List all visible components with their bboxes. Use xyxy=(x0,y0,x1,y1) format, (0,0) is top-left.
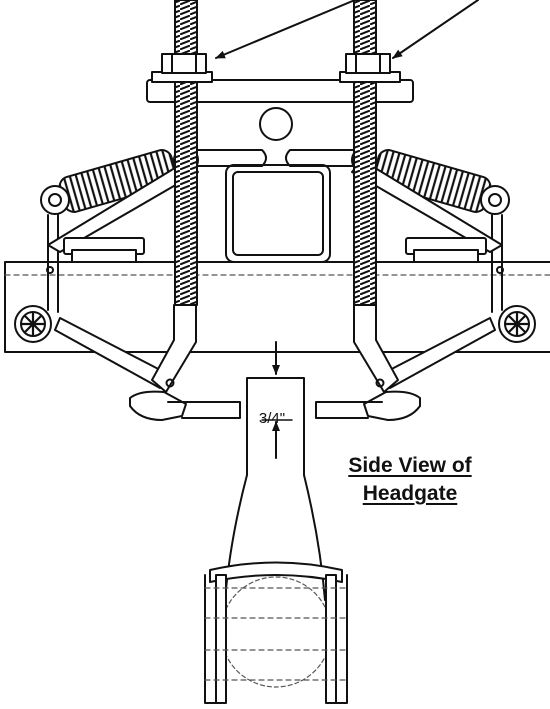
gap-dimension-label: 3/4" xyxy=(258,410,286,427)
bottom-clamp xyxy=(204,561,348,704)
left-threaded-rod xyxy=(174,0,198,306)
top-crossbar xyxy=(146,79,414,103)
left-lower-arm xyxy=(54,304,241,421)
caption-line-2: Headgate xyxy=(362,482,458,505)
caption-line-1: Side View of xyxy=(348,454,472,477)
right-lower-arm xyxy=(315,304,496,421)
right-threaded-rod xyxy=(353,0,377,306)
left-linkage xyxy=(46,159,199,313)
leader-arrow-right xyxy=(392,0,479,59)
left-pivot-bracket xyxy=(189,149,267,167)
right-linkage xyxy=(351,159,504,313)
center-hole xyxy=(259,107,293,141)
left-pivot-bolt xyxy=(14,305,52,343)
right-nut xyxy=(339,53,401,83)
diagram-caption: Side View of Headgate xyxy=(310,452,510,508)
right-pivot-bolt xyxy=(498,305,536,343)
leader-arrow-left xyxy=(215,0,356,59)
right-pivot-bracket xyxy=(285,149,363,167)
center-square-tube xyxy=(225,164,331,263)
left-nut xyxy=(151,53,213,83)
